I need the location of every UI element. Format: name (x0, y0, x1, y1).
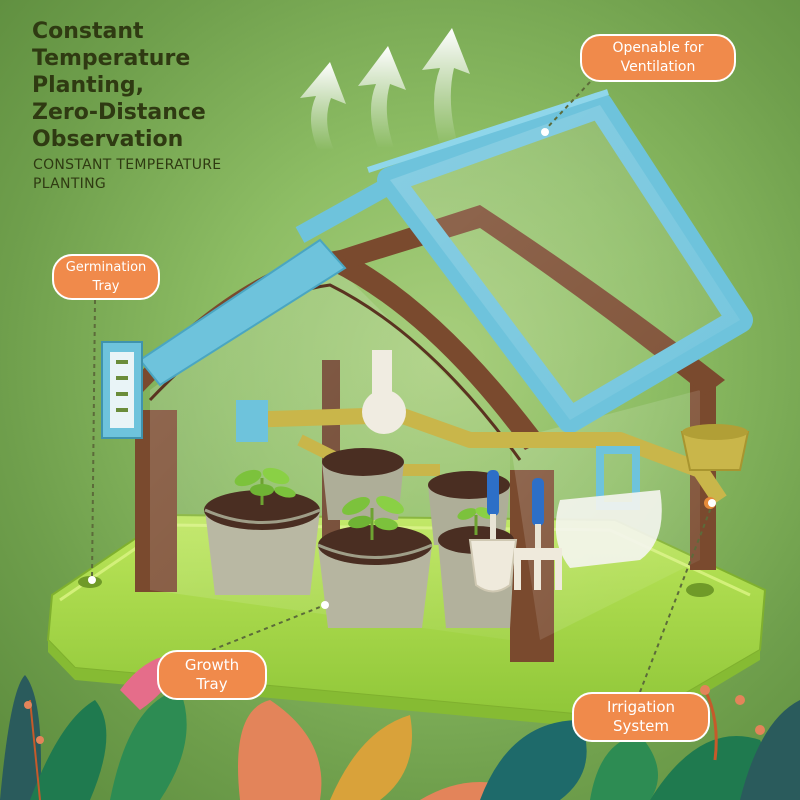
seedling-icon (234, 467, 296, 505)
rake-icon (514, 478, 562, 590)
peat-pot (204, 490, 321, 595)
seedling-icon (342, 496, 404, 540)
headline-line: Observation (32, 127, 184, 152)
water-reservoir (362, 350, 662, 568)
callout-leader-lines (91, 81, 713, 693)
callout-line: Germination (65, 260, 147, 275)
subtitle: CONSTANT TEMPERATURE PLANTING (33, 156, 293, 194)
callout-ventilation: Openable for Ventilation (580, 34, 736, 82)
callout-germination-tray: Germination Tray (52, 254, 160, 300)
sign-icon (101, 341, 143, 439)
callout-line: Ventilation (620, 59, 696, 75)
subtitle-line: PLANTING (33, 176, 107, 192)
callout-line: System (613, 717, 669, 735)
callout-growth-tray: Growth Tray (157, 650, 267, 700)
peat-pot (317, 525, 433, 628)
headline-line: Zero-Distance (32, 100, 206, 125)
up-arrow-icon (358, 46, 406, 148)
headline-line: Planting, (32, 73, 144, 98)
shovel-icon (468, 470, 518, 593)
up-arrow-icon (422, 28, 470, 145)
headline-line: Constant (32, 19, 144, 44)
callout-irrigation-system: Irrigation System (572, 692, 710, 742)
callout-line: Growth (184, 656, 240, 674)
headline-line: Temperature (32, 46, 191, 71)
blue-roof-panel (138, 89, 753, 433)
subtitle-line: CONSTANT TEMPERATURE (33, 157, 222, 173)
leader-dot (88, 128, 716, 609)
leaf-icon (0, 654, 800, 800)
callout-line: Irrigation (606, 698, 676, 716)
up-arrow-icon (300, 62, 346, 150)
callout-line: Tray (92, 279, 120, 294)
callout-line: Tray (196, 675, 228, 693)
headline: Constant Temperature Planting, Zero-Dist… (32, 18, 282, 153)
callout-line: Openable for (612, 40, 704, 56)
